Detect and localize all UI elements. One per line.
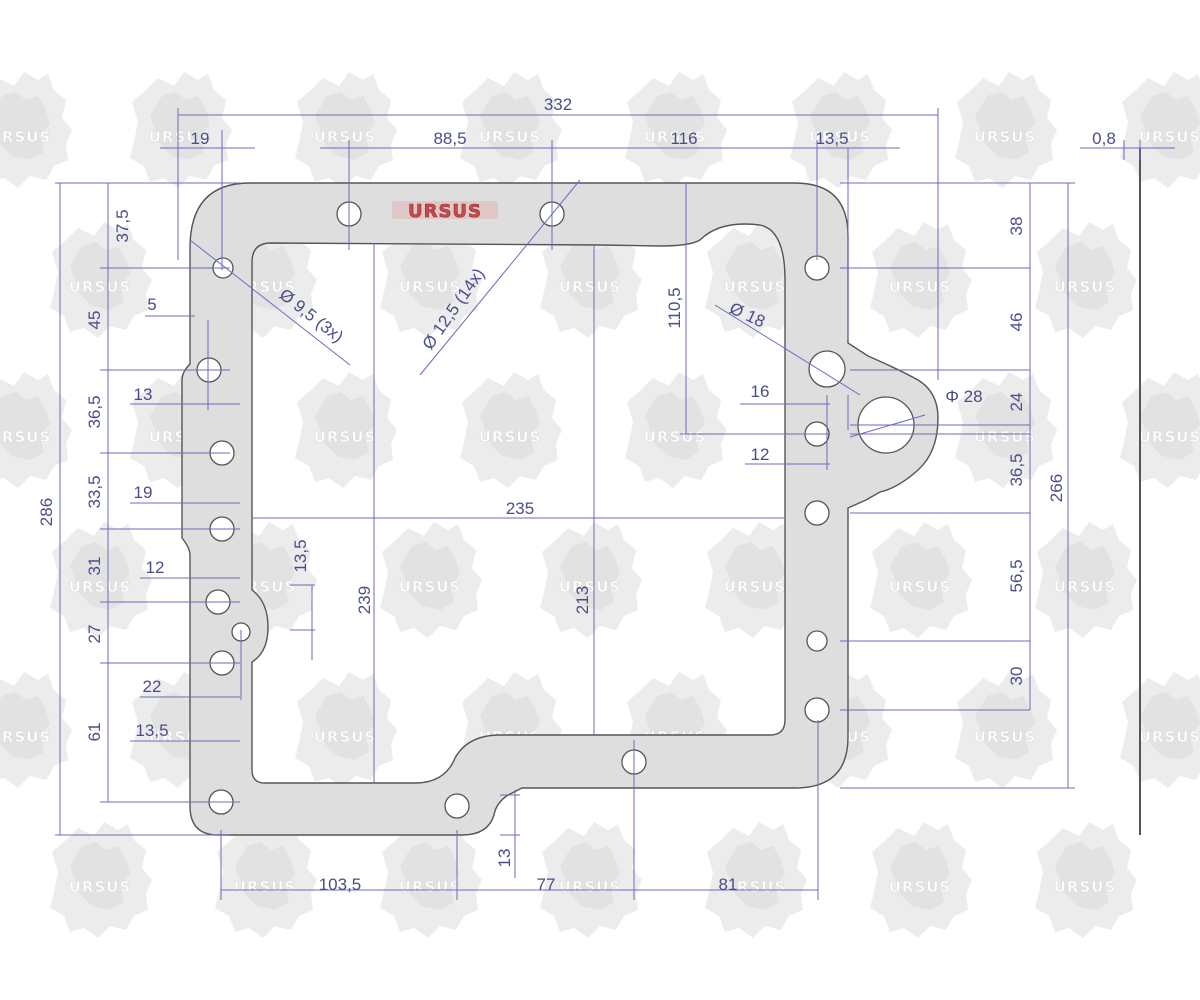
- dim-left-31: 31: [85, 557, 104, 576]
- dim-edge-5: 5: [147, 295, 156, 314]
- dim-width-235: 235: [506, 499, 534, 518]
- dim-bottom-81: 81: [719, 875, 738, 894]
- dim-overall-width: 332: [544, 95, 572, 114]
- watermark-bear-gear-icon: [459, 71, 563, 189]
- dimension-labels: 332 19 88,5 116 13,5 0,8 286 37,5 45 36,…: [37, 95, 1116, 894]
- dim-right-46: 46: [1007, 313, 1026, 332]
- watermark-bear-gear-icon: [539, 521, 643, 639]
- dim-left-37-5: 37,5: [113, 209, 132, 242]
- hole: [804, 697, 830, 723]
- dim-right-24: 24: [1007, 393, 1026, 412]
- dim-edge-22: 22: [143, 677, 162, 696]
- watermark-bear-gear-icon: [954, 71, 1058, 189]
- watermark-bear-gear-icon: [869, 221, 973, 339]
- watermark-bear-gear-icon: [49, 521, 153, 639]
- dim-left-45: 45: [85, 311, 104, 330]
- dim-height-239: 239: [355, 586, 374, 614]
- watermark-bear-gear-icon: [214, 821, 318, 939]
- dim-left-27: 27: [85, 625, 104, 644]
- dimension-line: [189, 239, 351, 366]
- dim-edge-12: 12: [146, 558, 165, 577]
- watermark-bear-gear-icon: [379, 521, 483, 639]
- logo-text: URSUS: [408, 201, 482, 222]
- dim-right-16: 16: [751, 382, 770, 401]
- dim-left-33-5: 33,5: [85, 475, 104, 508]
- dim-thickness: 0,8: [1092, 129, 1116, 148]
- watermark-bear-gear-icon: [379, 821, 483, 939]
- dim-right-12: 12: [751, 445, 770, 464]
- ursus-logo: URSUS: [392, 201, 498, 222]
- watermark-bear-gear-icon: [294, 71, 398, 189]
- dimension-lines: [55, 108, 1175, 900]
- watermark-bear-gear-icon: [1034, 821, 1138, 939]
- watermark-bear-gear-icon: [0, 371, 73, 489]
- hole: [444, 793, 470, 819]
- dimension-line: [419, 179, 581, 376]
- dim-bottom-77: 77: [537, 875, 556, 894]
- dim-right-30: 30: [1007, 667, 1026, 686]
- dim-top-hole-spacing: 88,5: [433, 129, 466, 148]
- watermark-bear-gear-icon: [1119, 671, 1200, 789]
- watermark-bear-gear-icon: [294, 371, 398, 489]
- watermark-bear-gear-icon: [1119, 371, 1200, 489]
- gasket: [181, 182, 939, 836]
- watermark-bear-gear-icon: [1034, 221, 1138, 339]
- watermark-bear-gear-icon: [1034, 521, 1138, 639]
- hole: [806, 630, 828, 652]
- dim-right-13-5: 13,5: [815, 129, 848, 148]
- dimension-line: [714, 304, 861, 396]
- dim-left-hole-offset: 19: [191, 129, 210, 148]
- dim-right-36-5: 36,5: [1007, 453, 1026, 486]
- dim-right-height-266: 266: [1047, 474, 1066, 502]
- watermark-bear-gear-icon: [869, 521, 973, 639]
- dim-right-38: 38: [1007, 217, 1026, 236]
- watermark-bear-gear-icon: [1119, 71, 1200, 189]
- watermark-bear-gear-icon: [624, 371, 728, 489]
- hole: [804, 500, 830, 526]
- hole: [808, 350, 846, 388]
- dim-left-36-5: 36,5: [85, 395, 104, 428]
- dim-overall-height: 286: [37, 498, 56, 526]
- dim-hole-28: Φ 28: [945, 387, 982, 406]
- watermark-bear-gear-icon: [954, 671, 1058, 789]
- watermark-bear-gear-icon: [0, 671, 73, 789]
- dim-tab-13-5: 13,5: [291, 539, 310, 572]
- watermark-bear-gear-icon: [869, 821, 973, 939]
- dim-edge-13: 13: [134, 385, 153, 404]
- watermark-bear-gear-icon: [0, 71, 73, 189]
- dim-bottom-13: 13: [495, 849, 514, 868]
- gasket-outline: [181, 182, 939, 836]
- dim-left-61: 61: [85, 723, 104, 742]
- dim-edge-13-5: 13,5: [135, 721, 168, 740]
- dim-height-213: 213: [573, 586, 592, 614]
- dim-right-116: 116: [670, 129, 697, 148]
- dim-right-56-5: 56,5: [1007, 559, 1026, 592]
- watermark-bear-gear-icon: [459, 371, 563, 489]
- watermark-bear-gear-icon: [294, 671, 398, 789]
- dimension-line: [849, 414, 926, 438]
- watermark-bear-gear-icon: [129, 71, 233, 189]
- dim-bottom-103-5: 103,5: [319, 875, 362, 894]
- watermark-bear-gear-icon: [49, 821, 153, 939]
- dim-height-110-5: 110,5: [665, 287, 684, 328]
- dim-edge-19: 19: [134, 483, 153, 502]
